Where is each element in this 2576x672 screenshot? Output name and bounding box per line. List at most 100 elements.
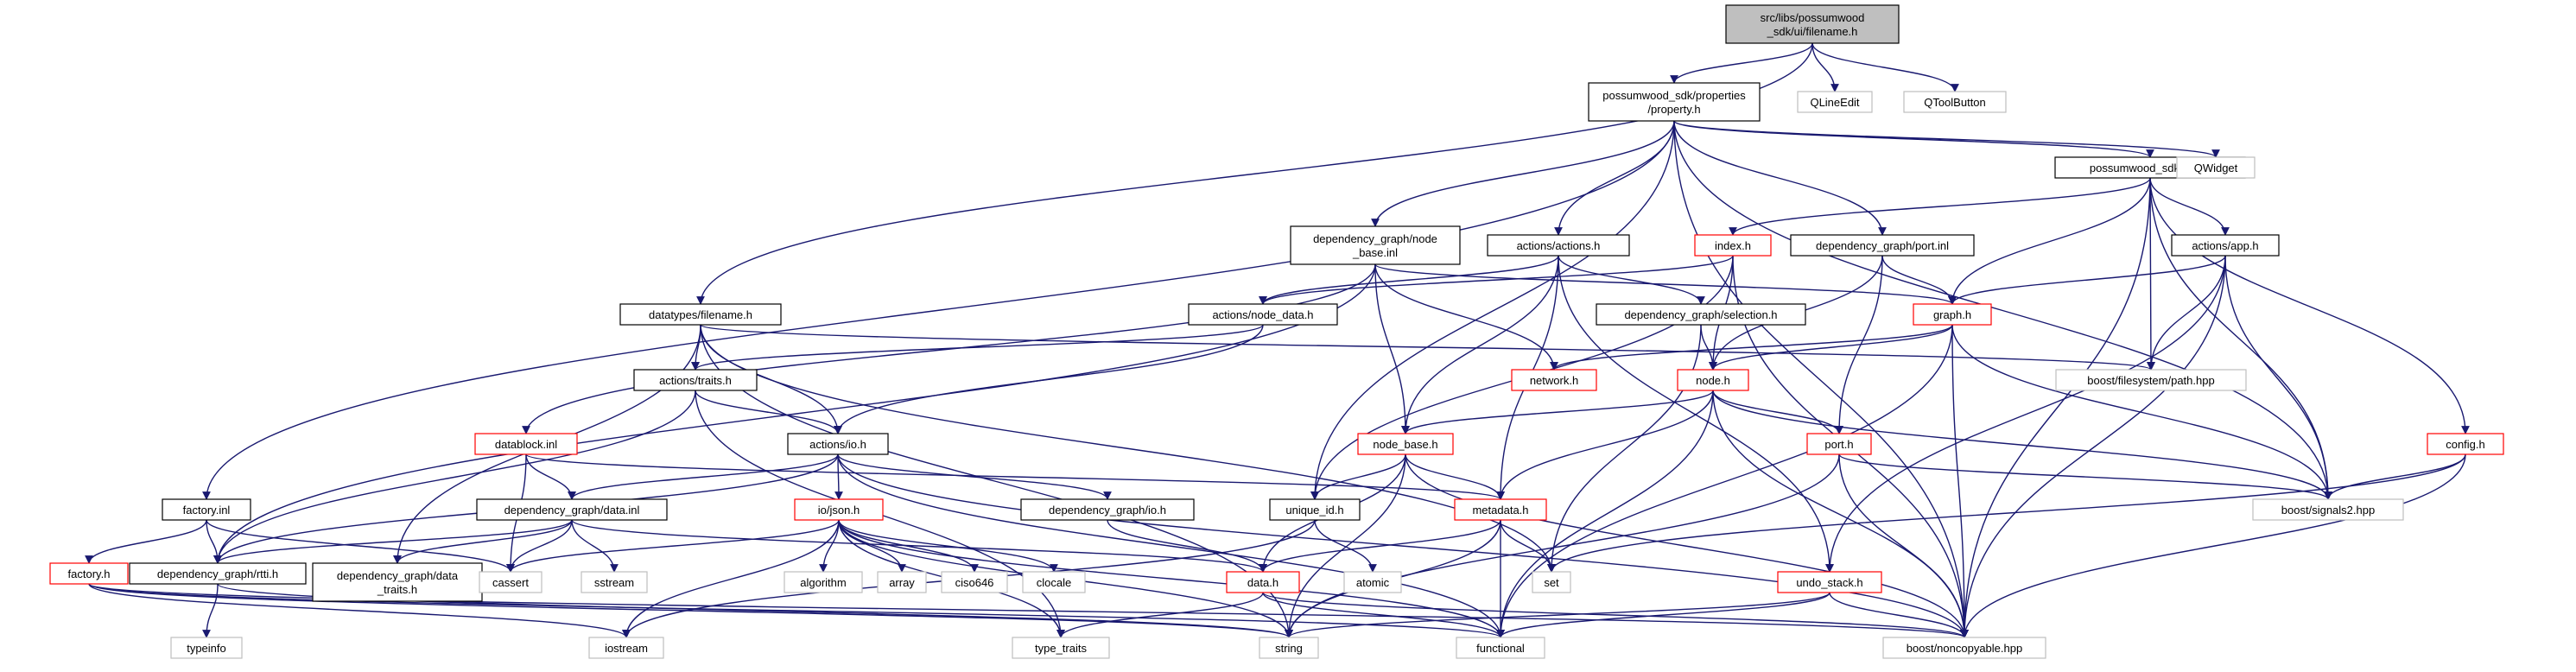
node-box-actions_h: [1487, 234, 1630, 257]
node-atomic: atomic: [1343, 571, 1402, 593]
node-box-property: [1588, 82, 1761, 122]
node-clocale: clocale: [1022, 571, 1086, 593]
node-iostream: iostream: [588, 637, 664, 659]
node-box-nodebase_inl: [1290, 225, 1461, 265]
node-json_h[interactable]: io/json.h: [794, 498, 884, 521]
node-factory_inl[interactable]: factory.inl: [162, 498, 251, 521]
edge-json_h-to-functional: [838, 519, 1505, 638]
node-label-typeinfo: typeinfo: [187, 642, 226, 655]
node-set: set: [1532, 571, 1571, 593]
node-noncopyable: boost/noncopyable.hpp: [1882, 637, 2046, 659]
node-box-traits_h: [633, 369, 758, 391]
node-io_h[interactable]: actions/io.h: [787, 433, 889, 455]
edge-selection_h-to-set: [1547, 324, 1702, 573]
edge-property-to-qwidget: [1673, 120, 2220, 158]
edge-json_h-to-iostream: [622, 519, 840, 638]
edge-app-to-graph_h: [1948, 177, 2151, 305]
node-label-port_h: port.h: [1824, 438, 1853, 451]
node-node_data[interactable]: actions/node_data.h: [1188, 303, 1338, 326]
node-port_inl[interactable]: dependency_graph/port.inl: [1790, 234, 1975, 257]
node-sstream: sstream: [581, 571, 648, 593]
node-label-type_traits: type_traits: [1035, 642, 1087, 655]
node-box-algorithm: [784, 571, 863, 593]
node-signals2: boost/signals2.hpp: [2252, 498, 2404, 521]
edge-factory_inl-to-rtti_h: [206, 519, 222, 564]
edge-actions_app-to-noncopyable: [1960, 255, 2226, 638]
edge-dg_io_h-to-data_h: [1107, 519, 1267, 573]
node-label-property: /property.h: [1647, 103, 1700, 116]
edge-root-to-filename_h: [696, 42, 1813, 305]
node-root[interactable]: src/libs/possumwood_sdk/ui/filename.h: [1725, 4, 1900, 44]
node-node_h[interactable]: node.h: [1677, 369, 1749, 391]
node-qlineedit: QLineEdit: [1797, 91, 1873, 113]
node-config_h[interactable]: config.h: [2427, 433, 2504, 455]
node-rtti_h[interactable]: dependency_graph/rtti.h: [129, 562, 307, 585]
node-node_base_h[interactable]: node_base.h: [1357, 433, 1454, 455]
node-box-qwidget: [2176, 156, 2256, 179]
node-metadata_h[interactable]: metadata.h: [1454, 498, 1547, 521]
node-selection_h[interactable]: dependency_graph/selection.h: [1596, 303, 1806, 326]
node-graph_h[interactable]: graph.h: [1913, 303, 1992, 326]
node-boost_path: boost/filesystem/path.hpp: [2055, 369, 2247, 391]
node-label-nodebase_inl: dependency_graph/node: [1313, 232, 1437, 245]
node-data_h[interactable]: data.h: [1226, 571, 1300, 593]
edge-data_h-to-noncopyable: [1262, 592, 1969, 638]
node-actions_app[interactable]: actions/app.h: [2171, 234, 2280, 257]
node-cassert: cassert: [479, 571, 542, 593]
node-index_h[interactable]: index.h: [1694, 234, 1772, 257]
edge-app-to-signals2: [2149, 177, 2332, 500]
edge-undo_stack-to-functional: [1496, 592, 1830, 638]
node-dg_io_h[interactable]: dependency_graph/io.h: [1020, 498, 1195, 521]
edge-io_h-to-json_h: [834, 453, 843, 500]
node-actions_h[interactable]: actions/actions.h: [1487, 234, 1630, 257]
edge-property-to-unique_id: [1310, 120, 1675, 500]
edge-json_h-to-ciso646: [838, 519, 979, 573]
node-label-index_h: index.h: [1715, 239, 1751, 252]
edge-node_h-to-port_h: [1712, 390, 1843, 434]
node-box-dg_io_h: [1020, 498, 1195, 521]
node-undo_stack[interactable]: undo_stack.h: [1777, 571, 1882, 593]
edge-rtti_h-to-string: [217, 583, 1293, 638]
edge-nodebase_inl-to-graph_h: [1374, 263, 1957, 305]
node-box-port_inl: [1790, 234, 1975, 257]
edge-port_h-to-signals2: [1838, 453, 2332, 500]
edge-node_h-to-signals2: [1712, 390, 2332, 500]
node-box-index_h: [1694, 234, 1772, 257]
node-port_h[interactable]: port.h: [1806, 433, 1872, 455]
node-label-atomic: atomic: [1356, 576, 1390, 589]
node-filename_h[interactable]: datatypes/filename.h: [619, 303, 782, 326]
node-string: string: [1259, 637, 1319, 659]
node-box-typeinfo: [170, 637, 243, 659]
node-unique_id[interactable]: unique_id.h: [1269, 498, 1361, 521]
node-label-port_inl: dependency_graph/port.inl: [1816, 239, 1949, 252]
nodes-layer: src/libs/possumwood_sdk/ui/filename.hpos…: [49, 4, 2504, 659]
edge-actions_h-to-selection_h: [1558, 255, 1705, 305]
edge-data_inl-to-rtti_h: [213, 519, 573, 564]
node-property[interactable]: possumwood_sdk/properties/property.h: [1588, 82, 1761, 122]
node-nodebase_inl[interactable]: dependency_graph/node_base.inl: [1290, 225, 1461, 265]
edge-io_h-to-data_inl: [568, 453, 839, 500]
node-box-factory_h: [49, 562, 129, 585]
edge-traits_h-to-io_h: [695, 390, 842, 434]
node-box-filename_h: [619, 303, 782, 326]
edge-node_data-to-traits_h: [691, 324, 1264, 371]
node-data_inl[interactable]: dependency_graph/data.inl: [476, 498, 668, 521]
node-label-boost_path: boost/filesystem/path.hpp: [2087, 374, 2214, 387]
edge-rtti_h-to-typeinfo: [202, 583, 219, 638]
node-label-node_data: actions/node_data.h: [1212, 308, 1313, 321]
edge-port_h-to-string: [1285, 453, 1840, 638]
edge-property-to-nodebase_inl: [1371, 120, 1675, 227]
node-datablock[interactable]: datablock.inl: [474, 433, 578, 455]
node-data_traits[interactable]: dependency_graph/data_traits.h: [312, 562, 483, 602]
node-traits_h[interactable]: actions/traits.h: [633, 369, 758, 391]
node-label-string: string: [1275, 642, 1303, 655]
edge-io_h-to-noncopyable: [837, 453, 1969, 638]
node-factory_h[interactable]: factory.h: [49, 562, 129, 585]
edge-metadata_h-to-set: [1500, 519, 1556, 573]
node-box-unique_id: [1269, 498, 1361, 521]
node-box-qlineedit: [1797, 91, 1873, 113]
edge-graph_h-to-node_h: [1709, 324, 1953, 371]
node-network_h[interactable]: network.h: [1511, 369, 1597, 391]
